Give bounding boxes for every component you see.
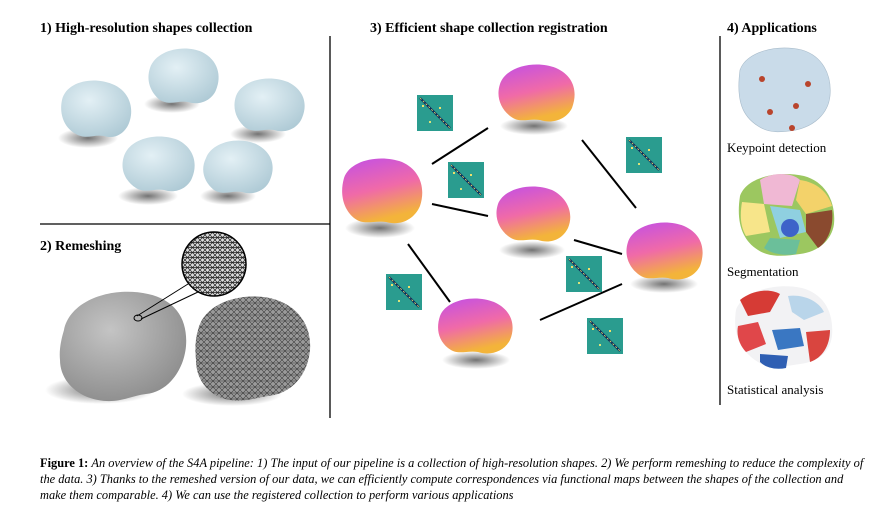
registered-shape-center bbox=[496, 186, 571, 259]
caption-text: An overview of the S4A pipeline: 1) The … bbox=[40, 456, 864, 502]
hires-shape-5 bbox=[200, 140, 273, 205]
statistical-brain bbox=[735, 286, 833, 369]
registered-shape-left bbox=[342, 158, 423, 238]
remeshed-brain bbox=[195, 296, 311, 401]
figure-caption: Figure 1: An overview of the S4A pipelin… bbox=[40, 455, 870, 503]
hires-shape-2 bbox=[144, 48, 219, 113]
panel-1-title: 1) High-resolution shapes collection bbox=[40, 21, 253, 36]
panel-2-title: 2) Remeshing bbox=[40, 239, 122, 254]
registered-shape-top bbox=[498, 64, 575, 135]
hires-shape-4 bbox=[118, 136, 195, 205]
zoom-circle bbox=[181, 231, 247, 297]
gray-brain bbox=[59, 291, 187, 402]
keypoint-brain bbox=[738, 47, 831, 133]
caption-label: Figure 1: bbox=[40, 456, 89, 470]
registered-shape-bottom bbox=[438, 298, 513, 369]
hires-shape-3 bbox=[230, 78, 305, 143]
hires-shapes bbox=[58, 48, 305, 205]
registration-edges bbox=[407, 127, 637, 321]
segmentation-brain bbox=[738, 174, 835, 256]
pipeline-figure bbox=[40, 36, 835, 418]
hires-shape-1 bbox=[58, 80, 132, 148]
panel-3-title: 3) Efficient shape collection registrati… bbox=[370, 21, 608, 36]
remeshing-figure bbox=[45, 231, 311, 406]
registered-shape-right bbox=[626, 222, 703, 293]
label-statistical-analysis: Statistical analysis bbox=[727, 382, 824, 397]
panel-4-title: 4) Applications bbox=[727, 21, 817, 36]
registered-shapes bbox=[342, 64, 703, 369]
label-keypoint-detection: Keypoint detection bbox=[727, 140, 827, 155]
zoom-marker bbox=[133, 314, 143, 322]
label-segmentation: Segmentation bbox=[727, 264, 799, 279]
